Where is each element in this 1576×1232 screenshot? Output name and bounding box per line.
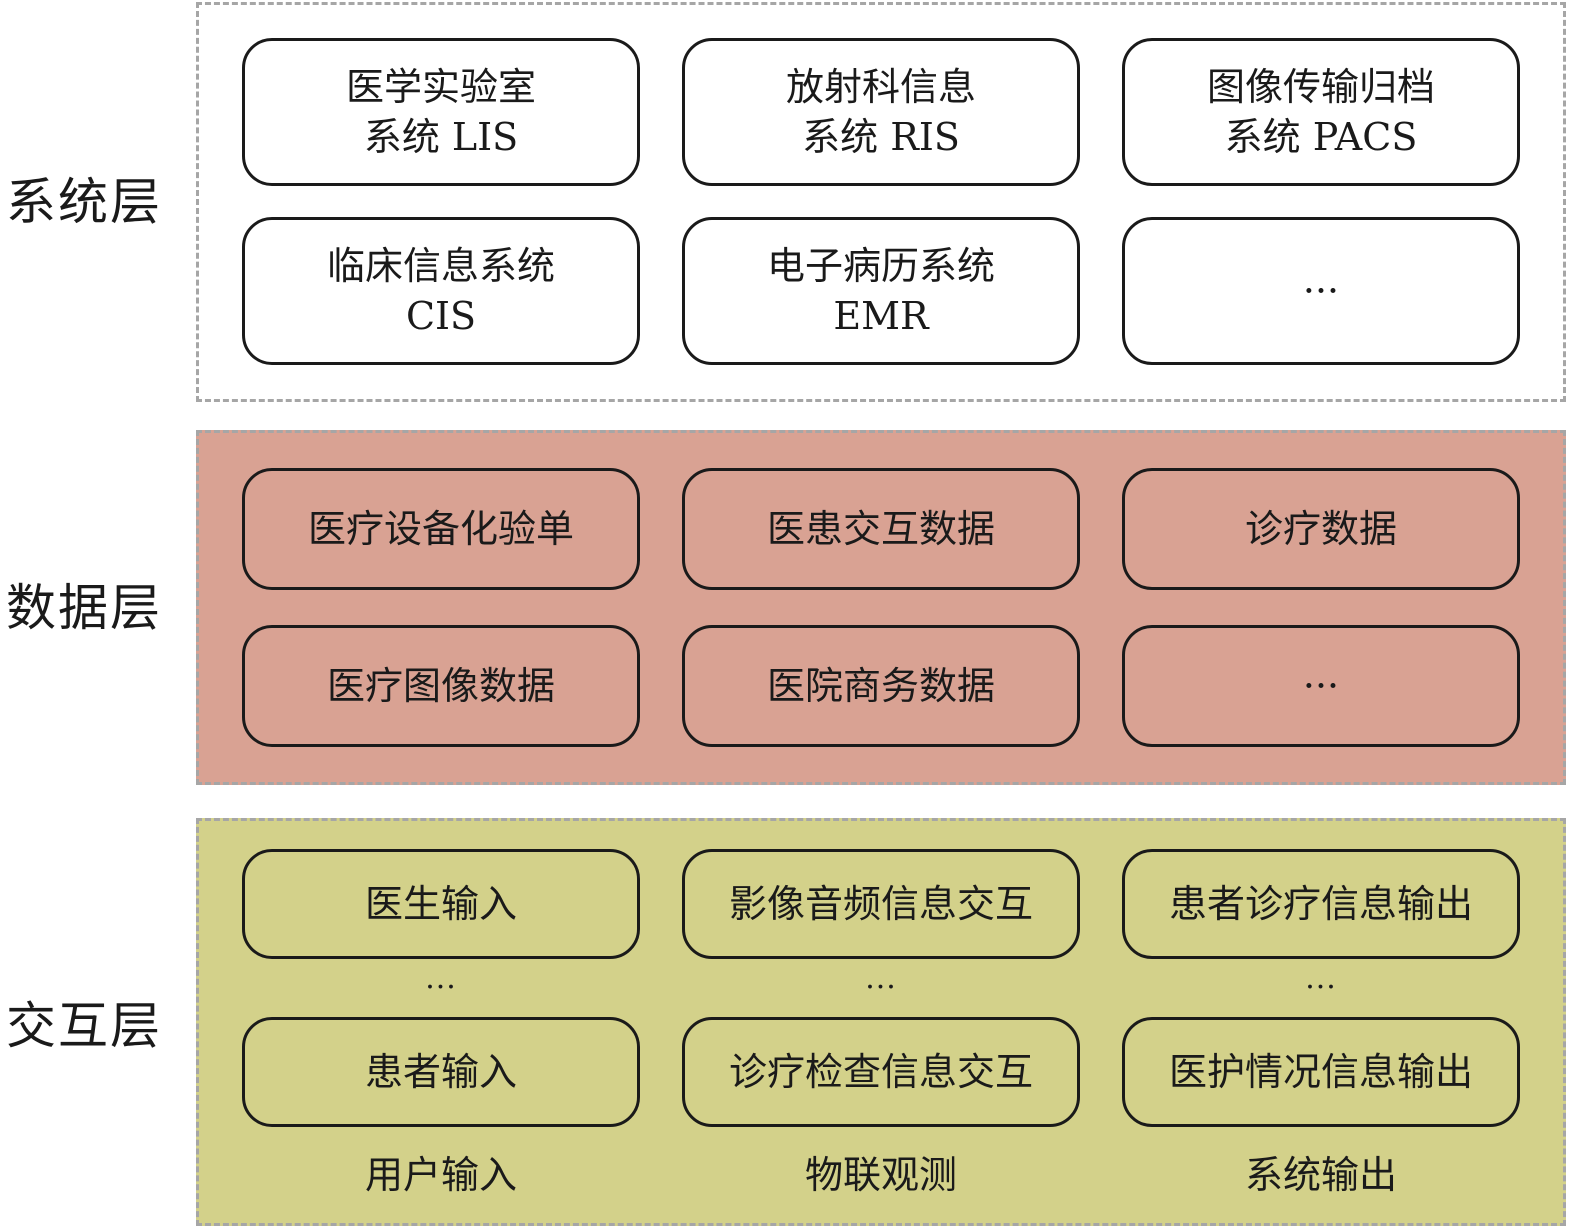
system-box-pacs: 图像传输归档 系统 PACS [1122,38,1520,186]
box-line: 放射科信息 [785,65,976,109]
box-line: 医疗设备化验单 [307,507,574,551]
data-layer-label: 数据层 [6,579,162,637]
box-line: 诊疗检查信息交互 [728,1050,1033,1094]
interaction-box-care-output: 医护情况信息输出 [1122,1017,1520,1127]
box-line: 系统 LIS [363,115,519,159]
box-line: 系统 PACS [1224,115,1418,159]
ellipsis: ··· [1305,970,1337,1005]
box-line: 患者输入 [364,1050,517,1094]
ellipsis: ··· [425,970,457,1005]
box-line: 系统 RIS [802,115,960,159]
interaction-layer [196,818,1566,1226]
interaction-box-doctor-input: 医生输入 [242,849,640,959]
ellipsis: ··· [1302,269,1340,313]
column-caption-system-output: 系统输出 [1244,1153,1397,1197]
system-layer [196,2,1566,402]
data-box-interaction-data: 医患交互数据 [682,468,1080,590]
interaction-box-exam-interaction: 诊疗检查信息交互 [682,1017,1080,1127]
data-box-image-data: 医疗图像数据 [242,625,640,747]
interaction-box-media-interaction: 影像音频信息交互 [682,849,1080,959]
column-caption-user-input: 用户输入 [364,1153,517,1197]
data-box-more: ··· [1122,625,1520,747]
box-line: 影像音频信息交互 [728,882,1033,926]
interaction-layer-label: 交互层 [6,997,162,1055]
box-line: 患者诊疗信息输出 [1168,882,1473,926]
interaction-box-patient-output: 患者诊疗信息输出 [1122,849,1520,959]
box-line: EMR [833,294,929,338]
box-line: 医疗图像数据 [326,664,555,708]
data-layer [196,430,1566,785]
system-layer-label: 系统层 [6,173,162,231]
system-box-more: ··· [1122,217,1520,365]
column-caption-iot-observation: 物联观测 [804,1153,957,1197]
ellipsis: ··· [865,970,897,1005]
data-box-diagnosis-data: 诊疗数据 [1122,468,1520,590]
box-line: CIS [405,294,477,338]
box-line: 医生输入 [364,882,517,926]
system-box-lis: 医学实验室 系统 LIS [242,38,640,186]
ellipsis: ··· [1302,664,1340,708]
box-line: 临床信息系统 [326,244,555,288]
box-line: 诊疗数据 [1244,507,1397,551]
box-line: 医学实验室 [345,65,536,109]
box-line: 图像传输归档 [1206,65,1435,109]
box-line: 医患交互数据 [766,507,995,551]
data-box-business-data: 医院商务数据 [682,625,1080,747]
box-line: 医院商务数据 [766,664,995,708]
system-box-ris: 放射科信息 系统 RIS [682,38,1080,186]
box-line: 电子病历系统 [766,244,995,288]
system-box-cis: 临床信息系统 CIS [242,217,640,365]
box-line: 医护情况信息输出 [1168,1050,1473,1094]
interaction-box-patient-input: 患者输入 [242,1017,640,1127]
data-box-lab-reports: 医疗设备化验单 [242,468,640,590]
system-box-emr: 电子病历系统 EMR [682,217,1080,365]
